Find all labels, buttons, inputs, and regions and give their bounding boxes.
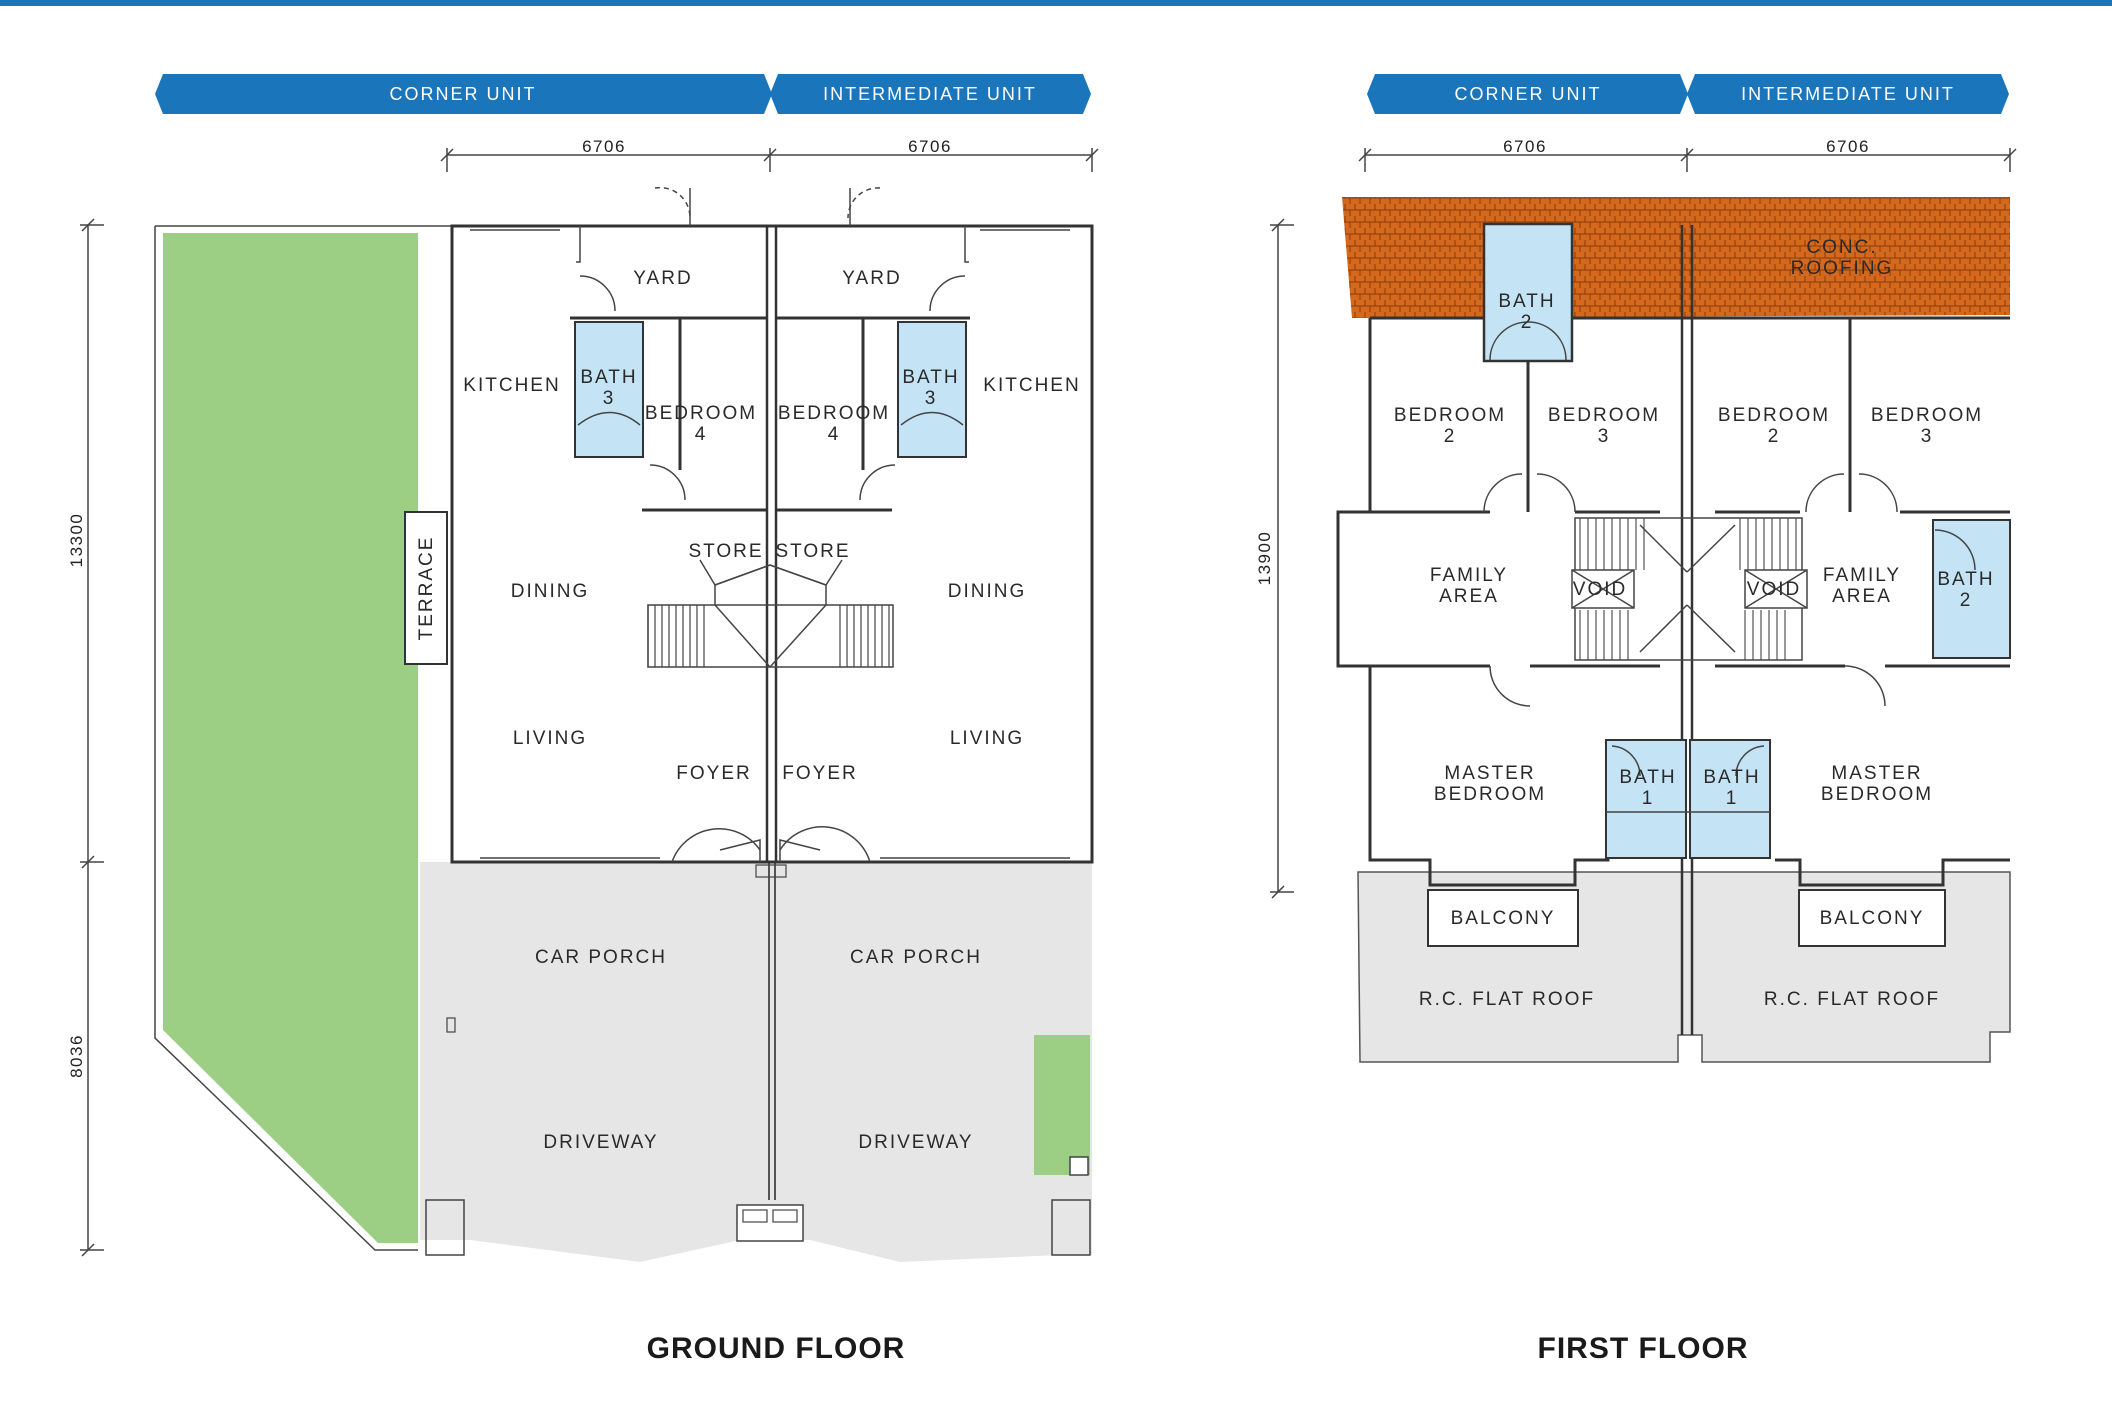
- label-kitchen-left: KITCHEN: [463, 375, 560, 396]
- bath3-left: [574, 321, 644, 458]
- bath2-right: [1932, 519, 2011, 659]
- label-bath2-top-a: BATH: [1498, 291, 1555, 312]
- car-porch-paving: [420, 862, 1092, 1262]
- ff-dimension-house-depth: 13900: [1255, 531, 1274, 586]
- label-bed3-left-b: 3: [1598, 426, 1611, 447]
- ground-house-outline: [450, 224, 1094, 864]
- ff-dimension-depth: [1270, 218, 1294, 899]
- banner-intermediate-unit: [770, 74, 1091, 114]
- label-balcony-left: BALCONY: [1451, 908, 1556, 929]
- label-driveway-right: DRIVEWAY: [858, 1132, 973, 1153]
- terrace-box: [404, 511, 448, 665]
- label-dining-right: DINING: [948, 581, 1027, 602]
- balcony-right-box: [1798, 889, 1946, 947]
- top-accent-bar: [0, 0, 2112, 6]
- label-family-left-a: FAMILY: [1430, 565, 1508, 586]
- banner-ff-intermediate-unit: [1687, 74, 2009, 114]
- banner-ff-corner-unit: [1367, 74, 1688, 114]
- label-bed3-right-a: BEDROOM: [1871, 405, 1983, 426]
- dimension-depth: [80, 218, 104, 1257]
- label-bed2-left-a: BEDROOM: [1394, 405, 1506, 426]
- balcony-left-box: [1427, 889, 1579, 947]
- staircase: [647, 559, 894, 668]
- label-bedroom4-left-b: 4: [695, 424, 708, 445]
- side-planter: [1034, 1035, 1090, 1175]
- dimension-width: [440, 148, 1099, 172]
- label-store-left: STORE: [688, 541, 763, 562]
- label-bed2-right-b: 2: [1768, 426, 1781, 447]
- stair-void: [1571, 517, 1808, 661]
- dimension-house-depth: 13300: [67, 513, 86, 568]
- label-void-left: VOID: [1573, 579, 1627, 600]
- label-bath1-right-b: 1: [1726, 788, 1739, 809]
- label-balcony-right: BALCONY: [1820, 908, 1925, 929]
- ff-dimension-width: [1358, 148, 2017, 172]
- label-foyer-left: FOYER: [676, 763, 751, 784]
- bath3-right: [897, 321, 967, 458]
- label-bath3-right-a: BATH: [902, 367, 959, 388]
- dimension-intermediate-width: 6706: [908, 137, 952, 156]
- label-bath1-left-a: BATH: [1619, 767, 1676, 788]
- label-yard-right: YARD: [842, 268, 901, 289]
- label-dining-left: DINING: [511, 581, 590, 602]
- label-bath2-right-b: 2: [1960, 590, 1973, 611]
- banner-corner-label: CORNER UNIT: [390, 84, 537, 104]
- label-bed3-left-a: BEDROOM: [1548, 405, 1660, 426]
- first-floor-title: FIRST FLOOR: [1538, 1332, 1749, 1365]
- label-terrace: TERRACE: [416, 536, 437, 641]
- label-kitchen-right: KITCHEN: [983, 375, 1080, 396]
- label-driveway-left: DRIVEWAY: [543, 1132, 658, 1153]
- label-roofing-b: ROOFING: [1791, 258, 1894, 279]
- label-void-right: VOID: [1747, 579, 1801, 600]
- label-family-left-b: AREA: [1439, 586, 1499, 607]
- label-bedroom4-right-a: BEDROOM: [778, 403, 890, 424]
- label-bed2-right-a: BEDROOM: [1718, 405, 1830, 426]
- label-bath3-left-a: BATH: [580, 367, 637, 388]
- label-carporch-right: CAR PORCH: [850, 947, 982, 968]
- label-bath3-left-b: 3: [603, 388, 616, 409]
- label-bath3-right-b: 3: [925, 388, 938, 409]
- label-bath2-right-a: BATH: [1937, 569, 1994, 590]
- ff-dimension-intermediate-width: 6706: [1826, 137, 1870, 156]
- bath1-left: [1605, 739, 1687, 859]
- garden-area: [163, 233, 418, 1243]
- label-family-right-b: AREA: [1832, 586, 1892, 607]
- banner-ff-corner-label: CORNER UNIT: [1455, 84, 1602, 104]
- first-floor-plan: CORNER UNIT INTERMEDIATE UNIT 6706 6706 …: [1255, 74, 2017, 1365]
- label-bath1-left-b: 1: [1642, 788, 1655, 809]
- label-living-left: LIVING: [513, 728, 587, 749]
- ground-floor-plan: CORNER UNIT INTERMEDIATE UNIT 6706 6706 …: [67, 74, 1099, 1365]
- label-bath2-top-b: 2: [1521, 312, 1534, 333]
- label-bed3-right-b: 3: [1921, 426, 1934, 447]
- label-foyer-right: FOYER: [782, 763, 857, 784]
- label-master-right-b: BEDROOM: [1821, 784, 1933, 805]
- banner-ff-intermediate-label: INTERMEDIATE UNIT: [1741, 84, 1955, 104]
- bath2-top: [1482, 222, 1574, 363]
- concrete-roofing: [1342, 197, 2010, 318]
- label-master-left-a: MASTER: [1444, 763, 1535, 784]
- label-bedroom4-left-a: BEDROOM: [645, 403, 757, 424]
- label-living-right: LIVING: [950, 728, 1024, 749]
- dimension-corner-width: 6706: [582, 137, 626, 156]
- ff-dimension-corner-width: 6706: [1503, 137, 1547, 156]
- bath1-right: [1689, 739, 1771, 859]
- label-family-right-a: FAMILY: [1823, 565, 1901, 586]
- banner-intermediate-label: INTERMEDIATE UNIT: [823, 84, 1037, 104]
- label-flatroof-right: R.C. FLAT ROOF: [1764, 989, 1940, 1010]
- banner-corner-unit: [155, 74, 772, 114]
- label-bath1-right-a: BATH: [1703, 767, 1760, 788]
- dimension-porch-depth: 8036: [67, 1034, 86, 1078]
- label-yard-left: YARD: [633, 268, 692, 289]
- label-carporch-left: CAR PORCH: [535, 947, 667, 968]
- label-master-right-a: MASTER: [1831, 763, 1922, 784]
- label-store-right: STORE: [775, 541, 850, 562]
- ground-floor-title: GROUND FLOOR: [647, 1332, 906, 1365]
- label-bed2-left-b: 2: [1444, 426, 1457, 447]
- label-bedroom4-right-b: 4: [828, 424, 841, 445]
- label-roofing-a: CONC.: [1806, 237, 1877, 258]
- label-master-left-b: BEDROOM: [1434, 784, 1546, 805]
- label-flatroof-left: R.C. FLAT ROOF: [1419, 989, 1595, 1010]
